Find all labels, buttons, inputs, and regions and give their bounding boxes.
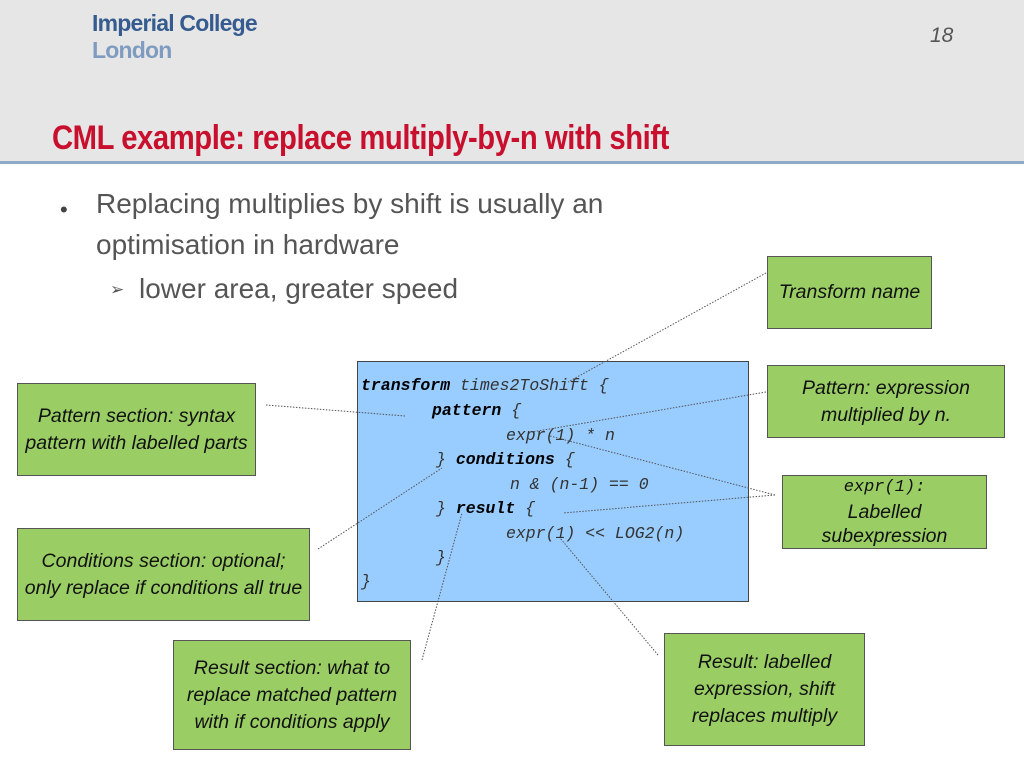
note-conditions-section: Conditions section: optional; only repla… — [17, 528, 310, 621]
code-keyword-pattern: pattern — [432, 401, 502, 420]
note-result-section-text: Result section: what to replace matched … — [186, 656, 398, 733]
code-line-result: } result { — [436, 499, 535, 518]
callout-line-conditions-section — [317, 467, 443, 550]
code-keyword-transform: transform — [361, 376, 451, 395]
note-result-labelled-text: Result: labelled expression, shift repla… — [691, 651, 838, 727]
note-transform-name: Transform name — [767, 256, 932, 329]
code-line-pattern: pattern { — [432, 401, 521, 420]
logo-london: London — [92, 37, 172, 63]
note-pattern-section-text: Pattern section: syntax pattern with lab… — [25, 404, 248, 454]
code-brace: { — [515, 499, 536, 518]
code-line-conditions: } conditions { — [436, 450, 575, 469]
note-labelled-subexpression: expr(1): Labelled subexpression — [782, 475, 987, 549]
code-box: transform times2ToShift { pattern { expr… — [357, 361, 749, 602]
slide-number: 18 — [930, 24, 954, 47]
callout-line-labelled-result — [562, 494, 776, 514]
code-line-close-outer: } — [361, 572, 371, 591]
note-transform-name-text: Transform name — [778, 281, 921, 303]
note-labelled-text: Labelled subexpression — [821, 501, 948, 547]
code-line-close-inner: } — [436, 548, 446, 567]
code-line-result-expr: expr(1) << LOG2(n) — [506, 524, 685, 543]
code-keyword-result: result — [455, 499, 516, 518]
note-conditions-section-text: Conditions section: optional; only repla… — [24, 549, 303, 599]
code-keyword-conditions: conditions — [455, 450, 555, 469]
code-line-pattern-expr: expr(1) * n — [506, 426, 615, 445]
bullet-dot-icon: • — [60, 197, 68, 222]
slide-header — [0, 0, 1024, 164]
code-transform-name: times2ToShift { — [450, 376, 609, 395]
callout-line-result-labelled — [559, 537, 659, 656]
code-line-cond-expr: n & (n-1) == 0 — [510, 475, 649, 494]
slide-title: CML example: replace multiply-by-n with … — [52, 119, 669, 157]
note-labelled-code: expr(1): — [843, 478, 926, 497]
code-brace: { — [554, 450, 575, 469]
note-pattern-expression: Pattern: expression multiplied by n. — [767, 365, 1005, 438]
note-pattern-section: Pattern section: syntax pattern with lab… — [17, 383, 256, 476]
code-line-transform: transform times2ToShift { — [361, 376, 609, 395]
code-close-brace: } — [436, 499, 446, 518]
sub-bullet-text: lower area, greater speed — [139, 273, 459, 304]
note-result-section: Result section: what to replace matched … — [173, 640, 411, 750]
callout-line-result-section — [421, 512, 463, 661]
callout-line-pattern-section — [265, 404, 406, 417]
code-brace: { — [501, 401, 522, 420]
logo-imperial-college: Imperial College — [92, 10, 258, 36]
callout-line-transform-name — [567, 272, 767, 383]
callout-line-labelled-pattern — [549, 435, 776, 496]
code-close-brace: } — [436, 450, 446, 469]
callout-line-pattern-expression — [531, 391, 767, 433]
note-pattern-expression-text: Pattern: expression multiplied by n. — [801, 376, 970, 426]
bullet-text: Replacing multiplies by shift is usually… — [96, 188, 604, 260]
note-result-labelled: Result: labelled expression, shift repla… — [664, 633, 865, 746]
sub-bullet-arrow-icon: ➢ — [110, 280, 125, 299]
header-divider — [0, 161, 1024, 164]
